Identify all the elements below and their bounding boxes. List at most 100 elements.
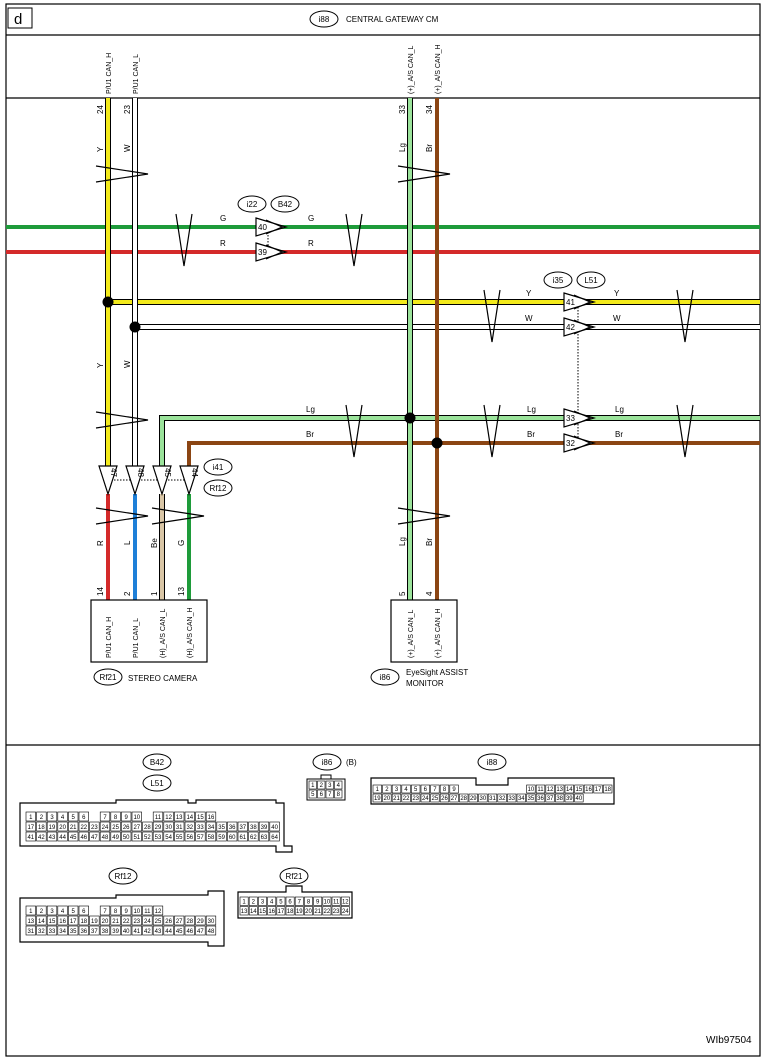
connector-pin-33-inner	[573, 410, 592, 426]
pin-number: 40	[576, 796, 583, 802]
pin-number: 12	[547, 787, 554, 793]
pin-number: 5	[72, 909, 76, 915]
pin-number: 28	[186, 919, 193, 925]
pin-number: 25	[155, 919, 162, 925]
pin-cell	[36, 811, 47, 822]
pin-number: 21	[393, 796, 400, 802]
gw-pin-3: 33	[398, 105, 407, 114]
pin-cell	[459, 793, 469, 803]
break-symbol-top-right	[397, 165, 451, 183]
figure-code: WIb97504	[706, 1035, 752, 1046]
pin-number: 42	[38, 835, 45, 841]
pin-number: 14	[250, 909, 257, 915]
pin-number: 22	[123, 919, 130, 925]
pin-number: 20	[305, 909, 312, 915]
pin-number: 15	[197, 815, 204, 821]
pin-number: 5	[311, 792, 315, 798]
wire-label-br-right: Br	[615, 430, 623, 439]
pin-number: 63	[261, 835, 268, 841]
camera-signal-2: P/U1 CAN_L	[133, 618, 140, 658]
pin-number: 45	[176, 929, 183, 935]
pin-cell	[258, 906, 267, 916]
pin-cell	[507, 793, 517, 803]
pin-cell	[545, 793, 555, 803]
pin-cell	[535, 793, 546, 803]
pin-cell	[248, 831, 259, 842]
connector-pin-47: 47	[109, 468, 118, 477]
pin-number: 43	[155, 929, 162, 935]
pin-cell	[555, 793, 565, 803]
pin-number: 18	[287, 909, 294, 915]
break-symbol-lgbr-2	[483, 404, 501, 458]
pin-cell	[131, 915, 142, 926]
pin-cell	[195, 821, 206, 832]
view-l51-label: L51	[150, 779, 164, 788]
pin-cell	[545, 784, 555, 794]
connector-rf12-label: Rf12	[210, 484, 227, 493]
view-l51-oval	[142, 774, 172, 792]
gw-wire-1: Y	[96, 146, 105, 152]
monitor-signal-1: (+)_A/S CAN_L	[408, 609, 415, 658]
pin-number: 28	[144, 825, 151, 831]
pin-cell	[184, 915, 195, 926]
pin-number: 50	[123, 835, 130, 841]
pin-cell	[131, 821, 142, 832]
pin-cell	[555, 784, 565, 794]
pin-number: 60	[229, 835, 236, 841]
gw-signal-4: (+)_A/S CAN_H	[435, 44, 442, 94]
pin-cell	[78, 831, 89, 842]
connector-pin-47-shape	[98, 465, 118, 496]
pin-number: 6	[288, 900, 292, 906]
pin-number: 27	[451, 796, 458, 802]
pin-cell	[478, 793, 488, 803]
pin-number: 36	[229, 825, 236, 831]
pin-cell	[25, 905, 36, 916]
pin-number: 41	[133, 929, 140, 935]
pin-cell	[163, 811, 174, 822]
pin-number: 23	[91, 825, 98, 831]
pin-cell	[258, 896, 267, 906]
break-symbol-top-left	[95, 165, 149, 183]
pin-cell	[152, 905, 164, 916]
connector-pin-44: 44	[190, 468, 199, 477]
pin-number: 15	[259, 909, 266, 915]
pin-number: 12	[342, 900, 349, 906]
pin-cell	[99, 821, 111, 832]
camera-code: Rf21	[100, 673, 117, 682]
view-b42-label: B42	[150, 758, 165, 767]
pin-number: 5	[414, 787, 418, 793]
pin-cell	[248, 821, 259, 832]
wire-label-w-left: W	[525, 314, 533, 323]
pin-number: 27	[176, 919, 183, 925]
pin-cell	[205, 925, 217, 936]
pin-cell	[78, 811, 89, 822]
pin-cell	[205, 831, 217, 842]
pin-cell	[267, 896, 277, 906]
pin-cell	[294, 906, 304, 916]
pin-number: 47	[197, 929, 204, 935]
view-rf12-oval	[108, 867, 138, 885]
pin-cell	[121, 905, 132, 916]
pin-number: 31	[489, 796, 496, 802]
pin-number: 39	[112, 929, 119, 935]
camera-name: STEREO CAMERA	[128, 674, 198, 683]
connector-pin-45: 45	[163, 468, 172, 477]
connector-pin-39: 39	[258, 248, 267, 257]
pin-number: 11	[155, 815, 162, 821]
pin-cell	[25, 915, 36, 926]
pin-cell	[535, 784, 546, 794]
pin-number: 13	[556, 787, 563, 793]
pin-number: 28	[460, 796, 467, 802]
gw-pin-1: 24	[96, 105, 105, 114]
pin-cell	[57, 905, 68, 916]
pin-cell	[334, 780, 343, 790]
connector-pin-33: 33	[566, 414, 575, 423]
pin-cell	[121, 831, 132, 842]
pin-cell	[526, 784, 536, 794]
break-symbol-lgbr-3	[676, 404, 694, 458]
pin-number: 26	[123, 825, 130, 831]
pin-number: 21	[314, 909, 321, 915]
pin-number: 45	[70, 835, 77, 841]
break-symbol-camera-left	[95, 507, 149, 525]
pin-cell	[340, 906, 350, 916]
